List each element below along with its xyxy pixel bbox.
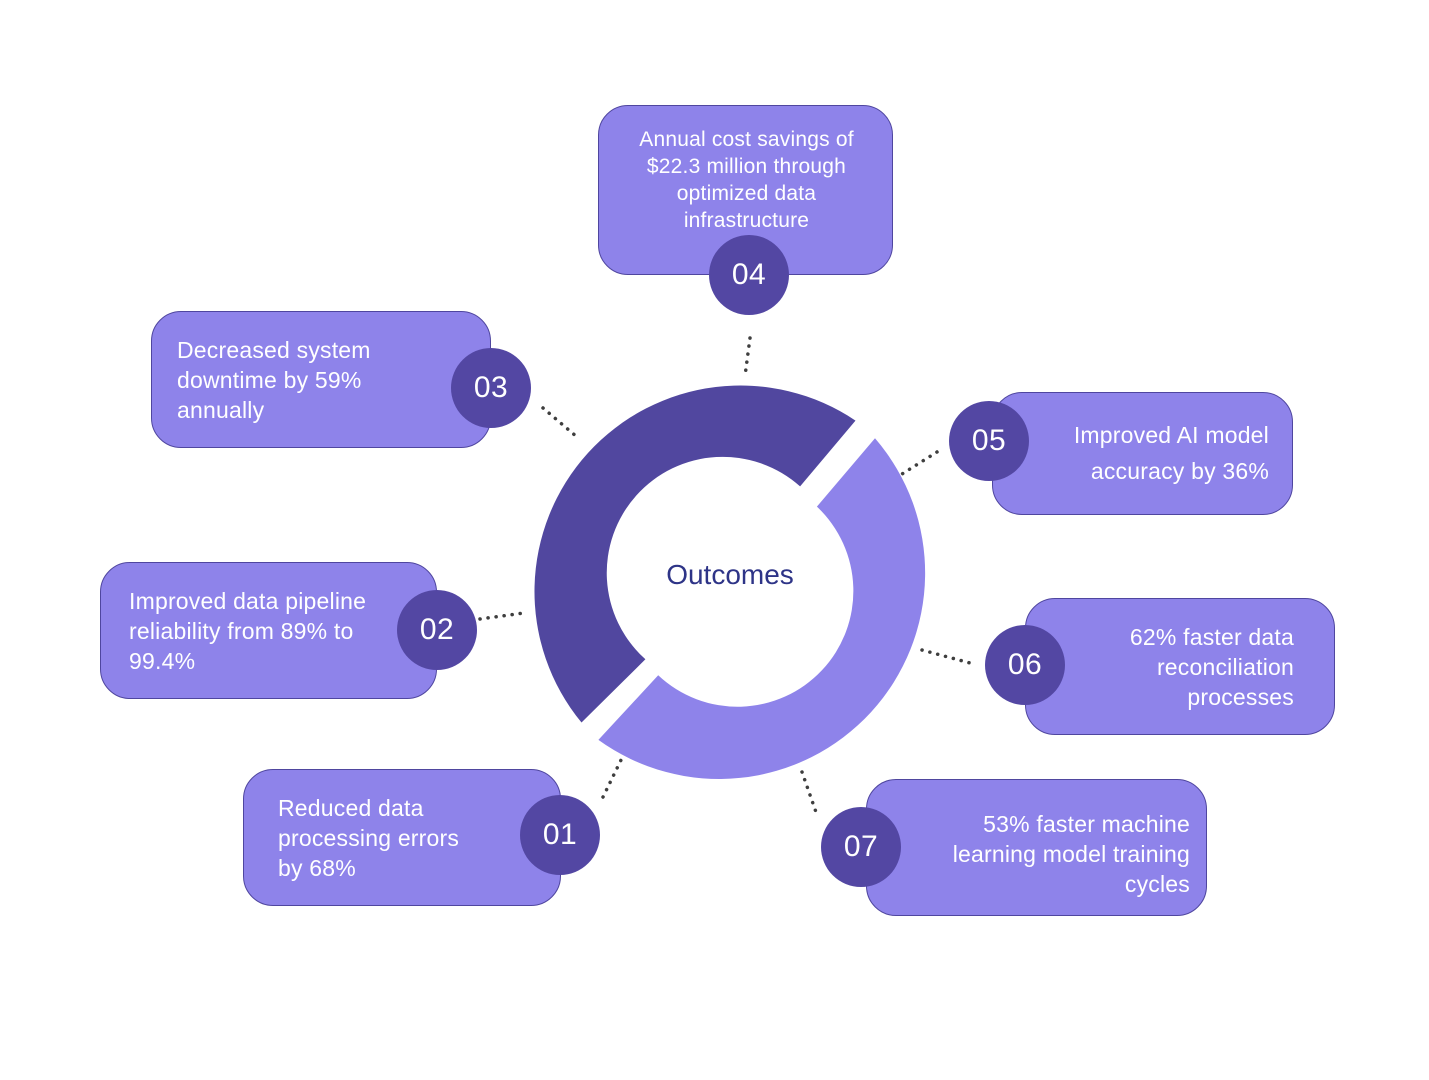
connector-02: [478, 611, 526, 621]
connector-05: [900, 450, 939, 476]
connector-06: [920, 648, 972, 665]
outcome-card-03: Decreased system downtime by 59% annuall…: [151, 311, 491, 448]
outcome-card-02: Improved data pipeline reliability from …: [100, 562, 437, 699]
outcome-card-04: Annual cost savings of $22.3 million thr…: [598, 105, 893, 275]
outcome-badge-04: 04: [709, 235, 789, 315]
outcome-badge-06: 06: [985, 625, 1065, 705]
center-label: Outcomes: [666, 559, 794, 590]
outcome-text-05: Improved AI model accuracy by 36%: [1073, 422, 1269, 484]
outcome-badge-07: 07: [821, 807, 901, 887]
connector-07: [800, 770, 819, 817]
connector-01: [601, 756, 624, 799]
outcome-card-05: Improved AI model accuracy by 36%: [992, 392, 1293, 515]
outcome-card-07: 53% faster machine learning model traini…: [866, 779, 1207, 916]
connector-04: [743, 336, 752, 378]
outcome-badge-05: 05: [949, 401, 1029, 481]
outcome-badge-03: 03: [451, 348, 531, 428]
outcome-text-03: Decreased system downtime by 59% annuall…: [177, 337, 371, 423]
outcome-text-06: 62% faster data reconciliation processes: [1129, 624, 1294, 710]
outcome-card-01: Reduced data processing errors by 68%: [243, 769, 561, 906]
outcome-badge-02: 02: [397, 590, 477, 670]
outcome-text-07: 53% faster machine learning model traini…: [952, 811, 1190, 897]
outcome-text-02: Improved data pipeline reliability from …: [129, 588, 367, 674]
ring-segment-light: [598, 438, 926, 779]
connector-03: [541, 406, 579, 439]
ring-segment-dark: [534, 385, 856, 723]
outcome-badge-01: 01: [520, 795, 600, 875]
outcome-text-01: Reduced data processing errors by 68%: [278, 795, 460, 881]
outcome-card-06: 62% faster data reconciliation processes: [1025, 598, 1335, 735]
outcome-text-04: Annual cost savings of $22.3 million thr…: [639, 128, 854, 232]
